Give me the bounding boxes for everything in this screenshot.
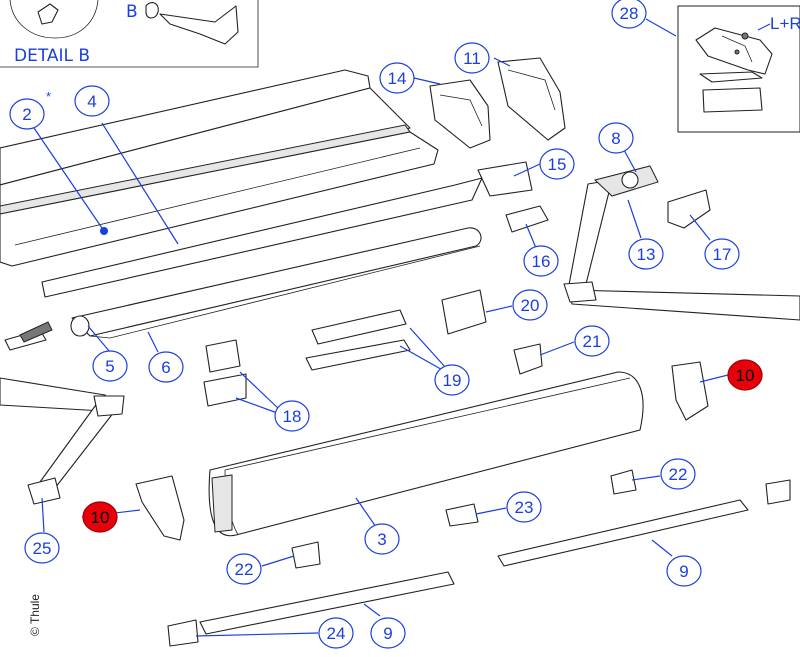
detail-b-letter: B xyxy=(126,2,138,22)
support-bar-part-9-right xyxy=(497,499,749,567)
callout-25: 25 xyxy=(24,532,60,564)
svg-text:17: 17 xyxy=(713,245,732,264)
svg-text:20: 20 xyxy=(521,296,540,315)
callout-9-left: 9 xyxy=(370,617,406,649)
svg-text:14: 14 xyxy=(388,69,407,88)
callout-6: 6 xyxy=(148,351,184,383)
callout-21: 21 xyxy=(574,325,610,357)
svg-text:15: 15 xyxy=(548,155,567,174)
inset-28-box: L+R xyxy=(677,5,800,133)
callout-9-right: 9 xyxy=(666,555,702,587)
detail-b-circle xyxy=(9,0,99,39)
svg-text:22: 22 xyxy=(669,465,688,484)
callout-8: 8 xyxy=(598,122,634,154)
svg-text:8: 8 xyxy=(611,129,620,148)
clip-part-21 xyxy=(513,343,543,375)
clip-lower-part-18 xyxy=(203,373,247,407)
clip-part-22-left xyxy=(291,541,321,569)
end-cap-right-part-10 xyxy=(671,361,709,421)
svg-text:4: 4 xyxy=(87,92,96,111)
pad-lower-28 xyxy=(702,87,763,113)
end-cap-part-11 xyxy=(497,57,566,141)
left-spring-part xyxy=(4,321,53,351)
front-profile-part xyxy=(41,177,483,298)
callout-20: 20 xyxy=(512,289,548,321)
svg-text:5: 5 xyxy=(105,357,114,376)
callout-19: 19 xyxy=(434,364,470,396)
svg-text:6: 6 xyxy=(161,358,170,377)
clip-part-24 xyxy=(167,619,199,647)
callout-2-asterisk: * xyxy=(46,89,51,104)
svg-text:24: 24 xyxy=(327,624,346,643)
left-arm-part xyxy=(0,377,125,505)
svg-text:23: 23 xyxy=(515,498,534,517)
end-housing-part-14 xyxy=(429,79,491,149)
right-arm-part xyxy=(563,165,800,321)
clip-upper-part-18 xyxy=(205,339,241,373)
detail-b-hook-part xyxy=(37,3,59,25)
callout-22-right: 22 xyxy=(660,458,696,490)
callout-14: 14 xyxy=(379,62,415,94)
end-cap-part-28 xyxy=(695,27,773,75)
cassette-profile-part xyxy=(0,69,483,298)
svg-text:2: 2 xyxy=(22,105,31,124)
svg-text:28: 28 xyxy=(620,4,639,23)
callout-5: 5 xyxy=(92,350,128,382)
callout-22-left: 22 xyxy=(226,553,262,585)
end-cap-left-part-10 xyxy=(135,475,185,541)
svg-text:16: 16 xyxy=(532,252,551,271)
svg-text:19: 19 xyxy=(443,371,462,390)
callout-13: 13 xyxy=(628,238,664,270)
inset-28-frame xyxy=(677,5,800,133)
pad-upper-28 xyxy=(699,71,763,83)
cap-part-17 xyxy=(667,189,711,229)
callout-10-left: 10 xyxy=(82,501,118,533)
detail-b-inset: DETAIL B B xyxy=(0,0,259,68)
copyright-text: © Thule xyxy=(28,594,42,636)
callout-28: 28 xyxy=(611,0,647,29)
callout-18: 18 xyxy=(274,400,310,432)
callout-16: 16 xyxy=(523,245,559,277)
callout-23: 23 xyxy=(506,491,542,523)
front-bar-part xyxy=(208,371,644,537)
rail-lower-part-19 xyxy=(305,339,411,371)
svg-text:9: 9 xyxy=(383,624,392,643)
inset-side-label: L+R xyxy=(770,14,800,33)
callout-10-right: 10 xyxy=(727,359,763,391)
svg-text:13: 13 xyxy=(637,245,656,264)
support-bar-part-9-left xyxy=(199,571,455,635)
svg-text:10: 10 xyxy=(91,508,110,527)
detail-b-clip-part xyxy=(145,2,159,19)
callout-4: 4 xyxy=(74,85,110,117)
callout-17: 17 xyxy=(704,238,740,270)
svg-text:10: 10 xyxy=(736,366,755,385)
svg-text:9: 9 xyxy=(679,562,688,581)
clip-part-edge xyxy=(765,479,791,505)
detail-b-arm-part xyxy=(159,5,239,45)
bracket-part-15 xyxy=(477,161,533,197)
clip-part-22-right xyxy=(610,469,637,495)
plug-part-16 xyxy=(505,205,549,233)
callout-2: 2 xyxy=(9,98,45,130)
leader-lines xyxy=(33,18,729,637)
svg-text:25: 25 xyxy=(33,539,52,558)
roller-tube-part xyxy=(70,227,482,339)
callout-15: 15 xyxy=(539,148,575,180)
svg-text:3: 3 xyxy=(377,530,386,549)
detail-b-title: DETAIL B xyxy=(14,46,90,66)
svg-text:21: 21 xyxy=(583,332,602,351)
rail-upper-part-19 xyxy=(311,309,407,345)
callout-11: 11 xyxy=(454,42,490,74)
svg-text:18: 18 xyxy=(283,407,302,426)
callout-3: 3 xyxy=(364,523,400,555)
callout-24: 24 xyxy=(318,617,354,649)
svg-text:22: 22 xyxy=(235,560,254,579)
callouts: 2 * 4 5 6 3 8 9 9 10 10 11 13 14 15 16 1… xyxy=(9,0,763,649)
connector-part-23 xyxy=(445,503,479,527)
block-part-20 xyxy=(441,289,487,335)
svg-text:11: 11 xyxy=(463,49,481,68)
